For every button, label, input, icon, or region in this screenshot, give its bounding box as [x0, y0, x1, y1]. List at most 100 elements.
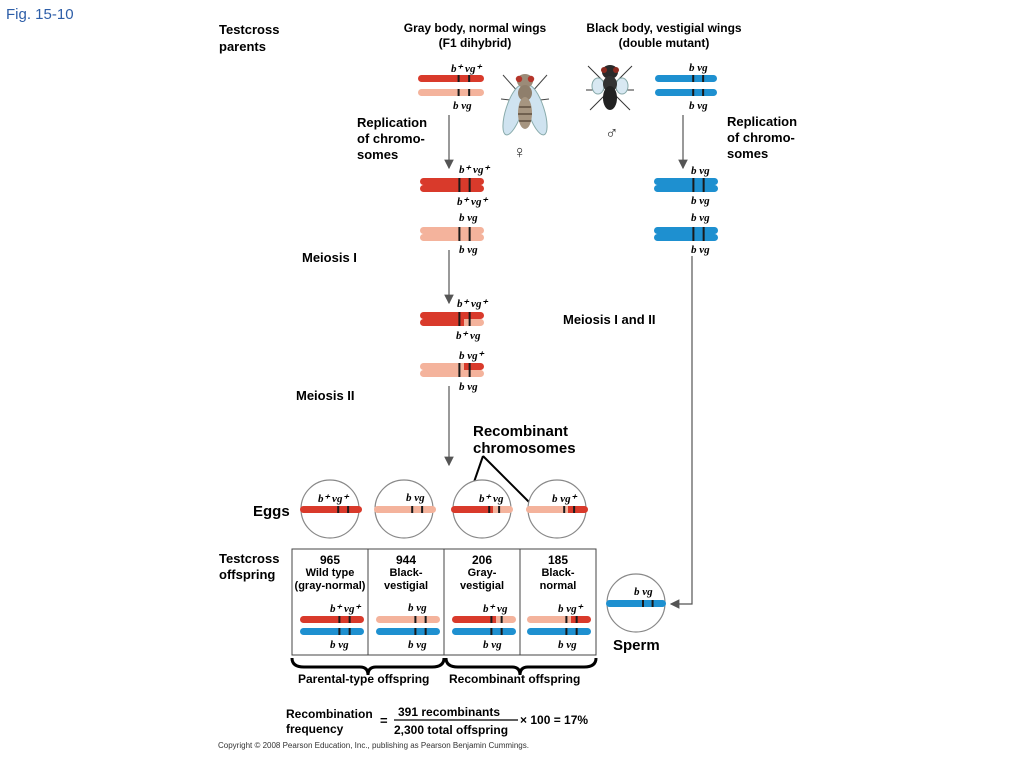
gene-label: b⁺ vg⁺	[451, 63, 482, 75]
recombinant-group-label: Recombinant offspring	[449, 672, 581, 686]
chromatid	[420, 234, 484, 241]
chromatid	[420, 227, 484, 234]
gene-label: b vg	[453, 100, 472, 112]
chromatid	[418, 89, 484, 96]
meiosis-1-and-2-label: Meiosis I and II	[563, 312, 656, 327]
gene-label: b vg	[408, 602, 427, 614]
offspring-cell-3: 206 Gray-vestigial	[444, 553, 520, 593]
figure-label: Fig. 15-10	[6, 6, 74, 23]
arrow-to-sperm	[669, 256, 693, 609]
offspring-cell-1: 965 Wild type(gray-normal)	[292, 553, 368, 593]
male-fly-icon	[586, 65, 634, 111]
chromatid	[526, 506, 588, 513]
formula-denominator: 2,300 total offspring	[394, 723, 509, 737]
chromatid	[654, 234, 718, 241]
gene-label: b⁺ vg⁺	[330, 603, 361, 615]
gene-label: b⁺ vg	[483, 603, 508, 615]
chromatid	[374, 506, 436, 513]
female-parent-heading: Gray body, normal wings (F1 dihybrid)	[403, 21, 547, 50]
offspring-cell-4: 185 Black-normal	[520, 553, 596, 593]
parental-group-label: Parental-type offspring	[298, 672, 430, 686]
gene-label: b vg	[691, 212, 710, 224]
gene-label: b⁺ vg	[456, 330, 481, 342]
formula-numerator: 391 recombinants	[398, 705, 501, 719]
recombinant-chromosomes-label: Recombinant chromosomes	[473, 423, 576, 457]
recombination-frequency-label: Recombination frequency	[286, 707, 373, 736]
chromatid	[654, 185, 718, 192]
offspring-phenotype: Black-normal	[539, 567, 577, 592]
offspring-count: 185	[547, 553, 569, 567]
offspring-phenotype: Gray-vestigial	[459, 567, 505, 592]
chromatid	[655, 75, 717, 82]
meiosis-2-label: Meiosis II	[296, 388, 355, 403]
chromatid	[420, 178, 484, 185]
chromatid	[452, 628, 516, 635]
chromatid	[420, 185, 484, 192]
chromatid	[452, 616, 516, 623]
gene-label: b vg	[483, 639, 502, 651]
gene-label: b vg	[689, 100, 708, 112]
chromatid	[451, 506, 513, 513]
chromatid	[376, 628, 440, 635]
group-brackets	[290, 657, 598, 676]
testcross-parents-label: Testcross parents	[219, 22, 280, 54]
gene-label: b vg	[691, 244, 710, 256]
chromosomes	[300, 75, 718, 635]
female-fly-icon	[500, 74, 550, 136]
gene-label: b⁺ vg⁺	[318, 493, 349, 505]
offspring-count: 944	[395, 553, 417, 567]
chromatid	[527, 628, 591, 635]
testcross-offspring-label: Testcross offspring	[219, 551, 280, 582]
formula-equals: =	[380, 713, 388, 728]
gene-label: b⁺ vg	[479, 493, 504, 505]
chromatid	[420, 319, 484, 326]
gene-label: b vg	[558, 639, 577, 651]
chromatid	[606, 600, 666, 607]
chromatid	[300, 628, 364, 635]
formula-result: × 100 = 17%	[520, 713, 589, 727]
gene-label: b vg	[634, 586, 653, 598]
chromatid	[654, 178, 718, 185]
chromatid	[655, 89, 717, 96]
chromatid	[418, 75, 484, 82]
chromatid	[527, 616, 591, 623]
male-parent-heading: Black body, vestigial wings (double muta…	[586, 21, 742, 50]
sperm-label: Sperm	[613, 637, 660, 654]
gene-label: b vg⁺	[558, 603, 583, 615]
gene-label: b vg	[689, 62, 708, 74]
replication-label-left: Replication of chromo- somes	[357, 115, 428, 162]
chromatid	[420, 370, 484, 377]
gene-label: b vg	[459, 212, 478, 224]
offspring-cell-2: 944 Black-vestigial	[368, 553, 444, 593]
gene-label: b vg	[406, 492, 425, 504]
male-symbol: ♂	[605, 123, 619, 143]
chromatid	[300, 616, 364, 623]
gene-label: b⁺ vg⁺	[457, 196, 488, 208]
chromatid	[376, 616, 440, 623]
chromatid	[300, 506, 362, 513]
gene-label: b⁺ vg⁺	[457, 298, 488, 310]
offspring-count: 206	[471, 553, 493, 567]
offspring-count: 965	[319, 553, 341, 567]
chromatid	[654, 227, 718, 234]
female-symbol: ♀	[513, 142, 527, 162]
gene-label: b vg	[691, 165, 710, 177]
gene-label: b vg	[459, 381, 478, 393]
gene-label: b⁺ vg⁺	[459, 164, 490, 176]
gene-label: b vg	[459, 244, 478, 256]
chromatid	[420, 363, 484, 370]
replication-label-right: Replication of chromo- somes	[727, 114, 798, 161]
eggs-label: Eggs	[253, 503, 290, 520]
gene-label: b vg⁺	[459, 350, 484, 362]
offspring-phenotype: Wild type(gray-normal)	[294, 567, 366, 592]
flow-arrows	[444, 115, 693, 609]
meiosis-1-label: Meiosis I	[302, 250, 357, 265]
gene-label: b vg	[691, 195, 710, 207]
chromatid	[420, 312, 484, 319]
offspring-phenotype: Black-vestigial	[383, 567, 429, 592]
gene-label: b vg	[408, 639, 427, 651]
gene-label: b vg⁺	[552, 493, 577, 505]
gene-label: b vg	[330, 639, 349, 651]
copyright-notice: Copyright © 2008 Pearson Education, Inc.…	[218, 741, 529, 750]
